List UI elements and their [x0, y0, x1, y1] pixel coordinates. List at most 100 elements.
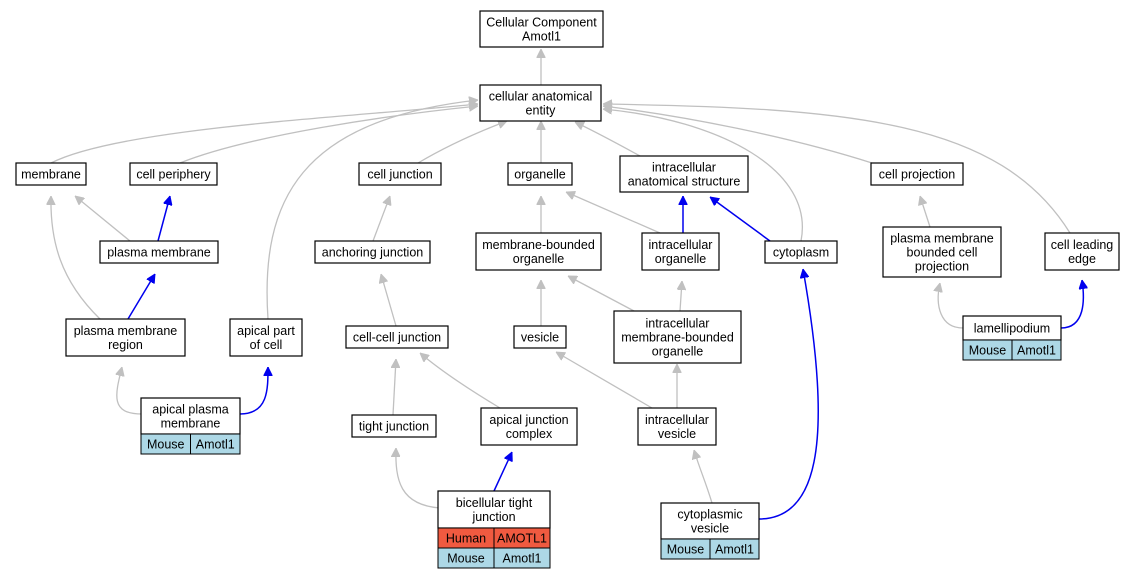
edge-intra-vesicle-to-vesicle: [556, 351, 653, 409]
node-box: [65, 318, 186, 357]
node-label: region: [108, 338, 143, 352]
node-box: [229, 318, 303, 357]
node-label: organelle: [513, 252, 564, 266]
node-cytoplasm[interactable]: cytoplasm: [764, 240, 838, 264]
edge-cytoplasm-to-cae: [603, 109, 803, 242]
node-label: apical junction: [489, 413, 568, 427]
node-box: [660, 502, 760, 540]
node-label: complex: [506, 427, 553, 441]
edge-pmr-to-plasma-membrane: [127, 274, 156, 320]
edge-cyto-vesicle-to-intra-vesicle: [694, 450, 713, 504]
edges-layer: [50, 49, 1083, 520]
node-box: [637, 407, 717, 446]
edge-plasma-membrane-to-cell-periphery: [157, 196, 170, 242]
node-cell-periphery[interactable]: cell periphery: [129, 162, 218, 186]
node-organelle[interactable]: organelle: [507, 162, 573, 186]
node-label: anchoring junction: [322, 246, 424, 260]
node-anchoring-junction[interactable]: anchoring junction: [314, 240, 431, 264]
node-box: [882, 226, 1002, 278]
node-label: vesicle: [691, 522, 729, 536]
node-box: [613, 310, 742, 364]
node-cell-junction[interactable]: cell junction: [358, 162, 442, 186]
node-label: intracellular: [652, 161, 716, 175]
node-label: Amotl1: [522, 30, 561, 44]
node-label: Cellular Component: [486, 16, 597, 30]
edge-cell-junction-to-cae: [417, 121, 507, 164]
edge-membrane-to-cae: [50, 104, 478, 164]
node-box: [140, 397, 241, 435]
edge-lamellipodium-to-cell-leading-edge: [1060, 280, 1083, 329]
node-box: [641, 232, 720, 271]
edge-cytoplasm-to-ias: [710, 196, 771, 242]
node-label: apical plasma: [152, 403, 228, 417]
edge-cell-cell-junction-to-anchoring-junction: [381, 274, 397, 327]
node-box: [513, 325, 567, 349]
gene-label: Amotl1: [503, 552, 542, 566]
node-plasma-membrane[interactable]: plasma membrane: [99, 240, 219, 264]
gene-label: Amotl1: [1017, 344, 1056, 358]
node-box: [479, 10, 604, 48]
node-label: bicellular tight: [456, 496, 533, 510]
node-label: cell leading: [1051, 238, 1114, 252]
node-box: [619, 155, 749, 193]
gene-cell: [709, 538, 760, 560]
edge-lamellipodium-to-pmbcp: [938, 283, 964, 329]
node-label: membrane-bounded: [621, 331, 734, 345]
node-box: [129, 162, 218, 186]
node-label: plasma membrane: [107, 246, 211, 260]
gene-label: AMOTL1: [497, 532, 547, 546]
gene-cell: [493, 547, 551, 569]
node-box: [314, 240, 431, 264]
species-label: Human: [446, 532, 486, 546]
node-box: [507, 162, 573, 186]
node-membrane[interactable]: membrane: [15, 162, 87, 186]
node-label: cytoplasmic: [677, 508, 742, 522]
node-label: plasma membrane: [74, 324, 178, 338]
node-box: [962, 315, 1062, 341]
node-box: [351, 414, 437, 438]
node-label: edge: [1068, 252, 1096, 266]
node-box: [480, 407, 578, 446]
node-cell-projection[interactable]: cell projection: [870, 162, 964, 186]
gene-label: Amotl1: [196, 438, 235, 452]
node-label: tight junction: [359, 420, 429, 434]
node-vesicle[interactable]: vesicle: [513, 325, 567, 349]
node-label: organelle: [655, 252, 706, 266]
node-label: organelle: [514, 168, 565, 182]
gene-label: Amotl1: [715, 543, 754, 557]
node-label: entity: [526, 104, 557, 118]
node-box: [358, 162, 442, 186]
edge-apical-pm-to-pmr: [117, 367, 143, 415]
species-label: Mouse: [667, 543, 705, 557]
edge-cell-projection-to-cae: [603, 106, 873, 164]
edge-ajc-to-cell-cell-junction: [420, 353, 501, 409]
node-label: intracellular: [645, 413, 709, 427]
edge-pmbcp-to-cell-projection: [920, 196, 931, 228]
node-box: [99, 240, 219, 264]
node-tight-junction[interactable]: tight junction: [351, 414, 437, 438]
edge-apical-pm-to-apical-part: [239, 367, 268, 415]
node-label: vesicle: [521, 331, 559, 345]
node-label: apical part: [237, 324, 295, 338]
node-cell-cell-junction[interactable]: cell-cell junction: [345, 325, 449, 349]
node-label: cell junction: [367, 168, 432, 182]
node-box: [764, 240, 838, 264]
